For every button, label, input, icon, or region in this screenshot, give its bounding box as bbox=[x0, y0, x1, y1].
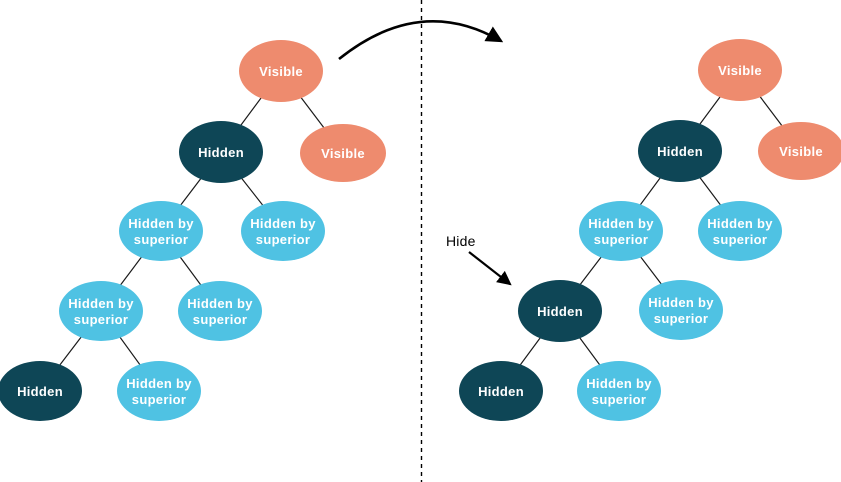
node-label: Visible bbox=[321, 146, 365, 161]
node-label: Hidden by bbox=[128, 216, 194, 231]
tree-node-hidden-by-superior: Hidden by superior bbox=[119, 201, 203, 261]
left-tree: Visible Hidden Visible Hidden by superio… bbox=[0, 40, 386, 421]
hide-arrow-icon bbox=[468, 251, 512, 286]
hide-label: Hide bbox=[446, 233, 476, 249]
node-ellipse bbox=[698, 201, 782, 261]
tree-node-visible-root: Visible bbox=[698, 39, 782, 101]
node-label: superior bbox=[132, 392, 186, 407]
tree-node-hidden-by-superior: Hidden by superior bbox=[577, 361, 661, 421]
node-ellipse bbox=[300, 124, 386, 182]
tree-node-hidden: Hidden bbox=[0, 361, 82, 421]
node-label: superior bbox=[594, 232, 648, 247]
node-ellipse bbox=[639, 280, 723, 340]
tree-node-hidden-by-superior: Hidden by superior bbox=[178, 281, 262, 341]
tree-node-hidden: Hidden bbox=[638, 120, 722, 182]
node-label: Visible bbox=[259, 64, 303, 79]
right-tree: Visible Hidden Visible Hidden by superio… bbox=[459, 39, 841, 421]
node-ellipse bbox=[117, 361, 201, 421]
node-ellipse bbox=[241, 201, 325, 261]
tree-node-hidden: Hidden bbox=[179, 121, 263, 183]
tree-node-visible: Visible bbox=[300, 124, 386, 182]
node-label: Hidden bbox=[537, 304, 583, 319]
tree-node-hidden-by-superior: Hidden by superior bbox=[639, 280, 723, 340]
node-label: Hidden by bbox=[707, 216, 773, 231]
tree-node-hidden-by-superior: Hidden by superior bbox=[579, 201, 663, 261]
node-label: Hidden bbox=[17, 384, 63, 399]
node-ellipse bbox=[0, 361, 82, 421]
transition-arrow-icon bbox=[338, 19, 504, 61]
node-ellipse bbox=[459, 361, 543, 421]
node-label: Hidden by bbox=[68, 296, 134, 311]
node-ellipse bbox=[638, 120, 722, 182]
node-label: Hidden bbox=[198, 145, 244, 160]
node-label: superior bbox=[654, 311, 708, 326]
node-label: superior bbox=[74, 312, 128, 327]
node-label: Hidden by bbox=[588, 216, 654, 231]
tree-node-hidden-by-superior: Hidden by superior bbox=[117, 361, 201, 421]
tree-node-hidden: Hidden bbox=[459, 361, 543, 421]
tree-node-hidden-newly: Hidden bbox=[518, 280, 602, 342]
tree-node-hidden-by-superior: Hidden by superior bbox=[698, 201, 782, 261]
node-label: Hidden by bbox=[648, 295, 714, 310]
node-ellipse bbox=[579, 201, 663, 261]
node-ellipse bbox=[577, 361, 661, 421]
node-ellipse bbox=[179, 121, 263, 183]
tree-node-visible-root: Visible bbox=[239, 40, 323, 102]
node-label: Hidden by bbox=[126, 376, 192, 391]
node-label: Hidden by bbox=[250, 216, 316, 231]
tree-node-hidden-by-superior: Hidden by superior bbox=[59, 281, 143, 341]
node-ellipse bbox=[178, 281, 262, 341]
tree-node-hidden-by-superior: Hidden by superior bbox=[241, 201, 325, 261]
node-label: Hidden by bbox=[586, 376, 652, 391]
node-label: superior bbox=[134, 232, 188, 247]
node-ellipse bbox=[119, 201, 203, 261]
node-label: superior bbox=[713, 232, 767, 247]
node-label: Visible bbox=[779, 144, 823, 159]
node-label: Hidden by bbox=[187, 296, 253, 311]
node-ellipse bbox=[758, 122, 841, 180]
node-label: Hidden bbox=[657, 144, 703, 159]
node-ellipse bbox=[698, 39, 782, 101]
node-label: Hidden bbox=[478, 384, 524, 399]
node-label: Visible bbox=[718, 63, 762, 78]
node-ellipse bbox=[59, 281, 143, 341]
node-ellipse bbox=[239, 40, 323, 102]
node-label: superior bbox=[592, 392, 646, 407]
node-ellipse bbox=[518, 280, 602, 342]
tree-node-visible: Visible bbox=[758, 122, 841, 180]
node-label: superior bbox=[256, 232, 310, 247]
node-label: superior bbox=[193, 312, 247, 327]
